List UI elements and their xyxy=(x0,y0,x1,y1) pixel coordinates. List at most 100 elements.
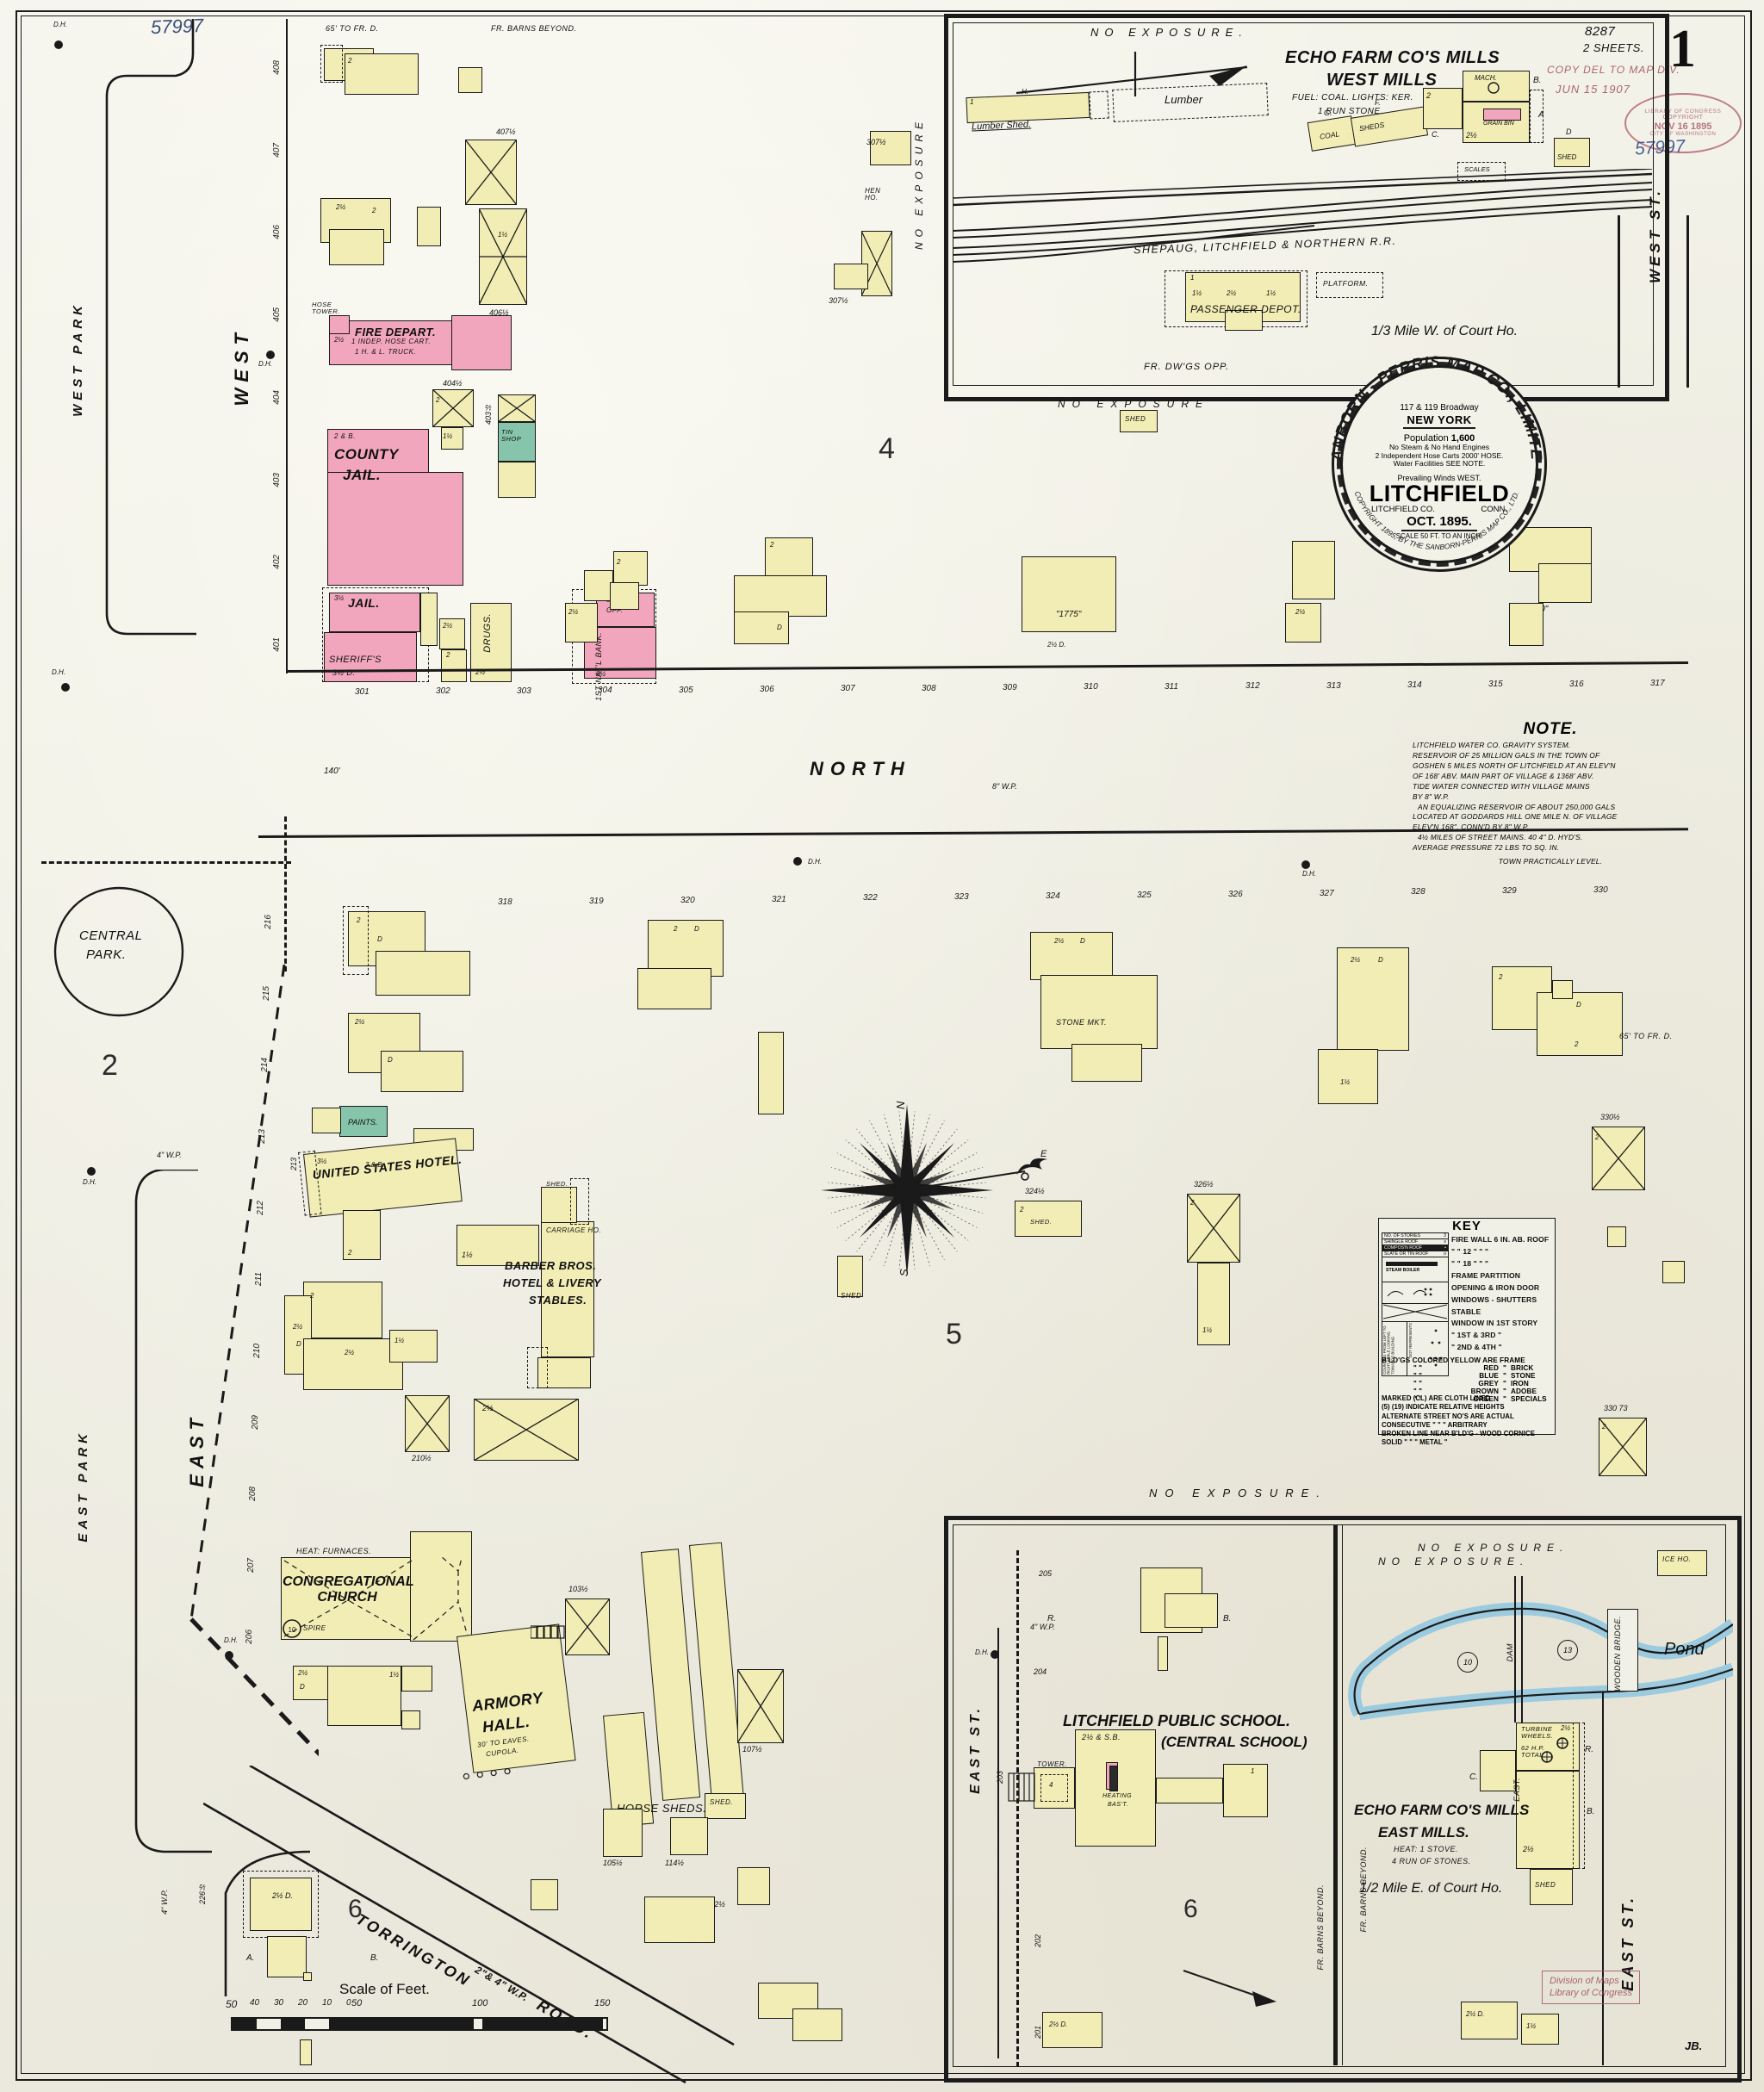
mill-c-story: 2 xyxy=(1426,91,1432,100)
cartouche-engines: No Steam & No Hand Engines xyxy=(1388,442,1490,451)
school-annex xyxy=(1223,1764,1268,1817)
street-number: 408 xyxy=(272,60,282,75)
building-mid-2 xyxy=(565,603,598,642)
building-320-a xyxy=(648,920,724,977)
paints-left xyxy=(312,1108,341,1133)
building-215-d: D xyxy=(388,1056,393,1064)
street-number: 303 xyxy=(517,686,531,696)
building-326h-ext xyxy=(1197,1263,1230,1345)
building-small-e1 xyxy=(1607,1226,1626,1247)
mill-b-letter: B. xyxy=(1533,76,1542,85)
key-label-boiler: STEAM BOILER xyxy=(1386,1268,1420,1273)
scale-bar xyxy=(231,2017,608,2031)
building-small-e3 xyxy=(1552,980,1573,999)
cartouche-water: Water Facilities SEE NOTE. xyxy=(1393,459,1486,468)
block-number-6-left: 6 xyxy=(348,1895,363,1923)
building-325-story: 2½ xyxy=(1054,937,1065,945)
building-1760-b xyxy=(1538,563,1592,603)
bank-office-label: OFF. xyxy=(606,606,624,614)
street-number: 326 xyxy=(1228,889,1243,899)
church-house-d xyxy=(401,1710,420,1729)
school-no-exposure: NO EXPOSURE. xyxy=(1378,1555,1530,1567)
dh-label-2: D.H. xyxy=(258,360,272,368)
label-403h: 403½ xyxy=(484,403,493,425)
loc-stamp-line1: LIBRARY OF CONGRESS xyxy=(1644,109,1722,115)
building-326h-xmark xyxy=(1187,1194,1240,1263)
scale-bar-building xyxy=(300,2039,312,2065)
building-block6-left-lot xyxy=(243,1871,319,1938)
key-footnote: ALTERNATE STREET NO'S ARE ACTUAL xyxy=(1382,1412,1514,1420)
dh-label-1: D.H. xyxy=(53,21,67,28)
dh-label-left-low: D.H. xyxy=(224,1636,238,1644)
hydrant-dh-2 xyxy=(266,351,275,359)
key-color-name: BLUE xyxy=(1479,1372,1499,1380)
key-color-row: " "RED"BRICK xyxy=(1382,1364,1552,1372)
cartouche-winds: Prevailing Winds WEST. xyxy=(1397,473,1481,482)
label-213: 213 xyxy=(289,1158,298,1171)
grain-bin xyxy=(1483,109,1521,121)
building-326h-ext-story: 1½ xyxy=(1202,1326,1213,1334)
street-north: NORTH xyxy=(810,758,911,779)
church-transept xyxy=(410,1531,472,1642)
street-number: 328 xyxy=(1411,887,1425,897)
mill-a-letter: A xyxy=(1538,110,1544,120)
street-number: 325 xyxy=(1137,890,1152,900)
building-211-story4: 1½ xyxy=(394,1337,405,1344)
key-color-ditto: " " xyxy=(1413,1387,1423,1395)
building-33073-story: 2 xyxy=(1602,1423,1606,1431)
building-325-a xyxy=(1030,932,1113,980)
scale-tick-label: 20 xyxy=(298,1998,308,2008)
school-num-204: 204 xyxy=(1034,1667,1047,1676)
building-212-xmark xyxy=(474,1399,579,1461)
school-stories: 2½ & S.B. xyxy=(1082,1733,1121,1741)
us-hotel-wing-story: 2 xyxy=(348,1249,352,1257)
label-107h: 107½ xyxy=(742,1745,762,1754)
street-number: 315 xyxy=(1488,680,1503,690)
lumber-yard-label: Lumber xyxy=(1165,93,1203,106)
shed-mid-label: SHED xyxy=(841,1292,862,1300)
school-tower-label: TOWER. xyxy=(1037,1760,1067,1768)
key-row: " 2ND & 4TH " xyxy=(1451,1343,1502,1352)
key-material-name: BRICK xyxy=(1511,1364,1534,1372)
central-park-label-1: CENTRAL xyxy=(79,928,143,943)
street-number: 309 xyxy=(1003,683,1017,692)
building-small-top xyxy=(458,67,482,93)
church-house-d-label: D xyxy=(300,1683,305,1691)
street-number: 324 xyxy=(1046,891,1060,901)
pond-water xyxy=(1348,1602,1733,1721)
building-1146 xyxy=(670,1817,708,1855)
school-title: LITCHFIELD PUBLIC SCHOOL. xyxy=(1063,1712,1290,1729)
turbine-wheel-icon-2 xyxy=(1541,1751,1553,1763)
division-of-maps-line1: Division of Maps xyxy=(1550,1976,1619,1986)
street-number: 304 xyxy=(598,686,612,696)
building-mid-strip-1 xyxy=(758,1032,784,1114)
east-mills-heat: HEAT: 1 STOVE. xyxy=(1394,1845,1459,1853)
key-label-shingle: SHINGLE ROOF xyxy=(1384,1239,1419,1245)
scales-label: SCALES xyxy=(1464,165,1490,173)
building-330h-xmark xyxy=(1592,1127,1645,1190)
loc-stamp-line2: COPYRIGHT xyxy=(1662,115,1704,121)
building-mid-2-story: 2½ xyxy=(568,608,579,616)
key-material-name: ADOBE xyxy=(1511,1387,1537,1395)
key-color-row: " "GREY"IRON xyxy=(1382,1380,1552,1387)
key-sym-dots: COUNTING FROM LEFT TO RIGHT WHILE LOOKIN… xyxy=(1382,1322,1449,1376)
school-tower-story: 4 xyxy=(1049,1781,1053,1789)
key-sym-stable xyxy=(1382,1282,1449,1304)
scale-tick-label: 0 xyxy=(346,1998,351,2008)
property-line-diagonal xyxy=(189,965,319,1757)
key-color-rows: B'LD'GS COLORED YELLOW ARE FRAME" "RED"B… xyxy=(1382,1356,1552,1403)
barber-bros-shed xyxy=(541,1187,577,1223)
barber-rear xyxy=(537,1357,591,1388)
ice-house-label: ICE HO. xyxy=(1662,1555,1692,1563)
building-211-story2: 2½ xyxy=(293,1323,303,1331)
label-324h: 324½ xyxy=(1025,1187,1045,1195)
page-number: 1 xyxy=(1669,20,1696,78)
building-404h-story2: 1½ xyxy=(443,432,453,440)
east-mills-fr-barns: FR. BARNS BEYOND. xyxy=(1359,1847,1368,1933)
svg-text:10: 10 xyxy=(289,1626,296,1634)
fire-department-right xyxy=(451,315,512,370)
hydrant-dh-left-low xyxy=(225,1651,233,1660)
inset-west-mills-frame xyxy=(944,14,1669,401)
street-number: 323 xyxy=(954,892,969,903)
